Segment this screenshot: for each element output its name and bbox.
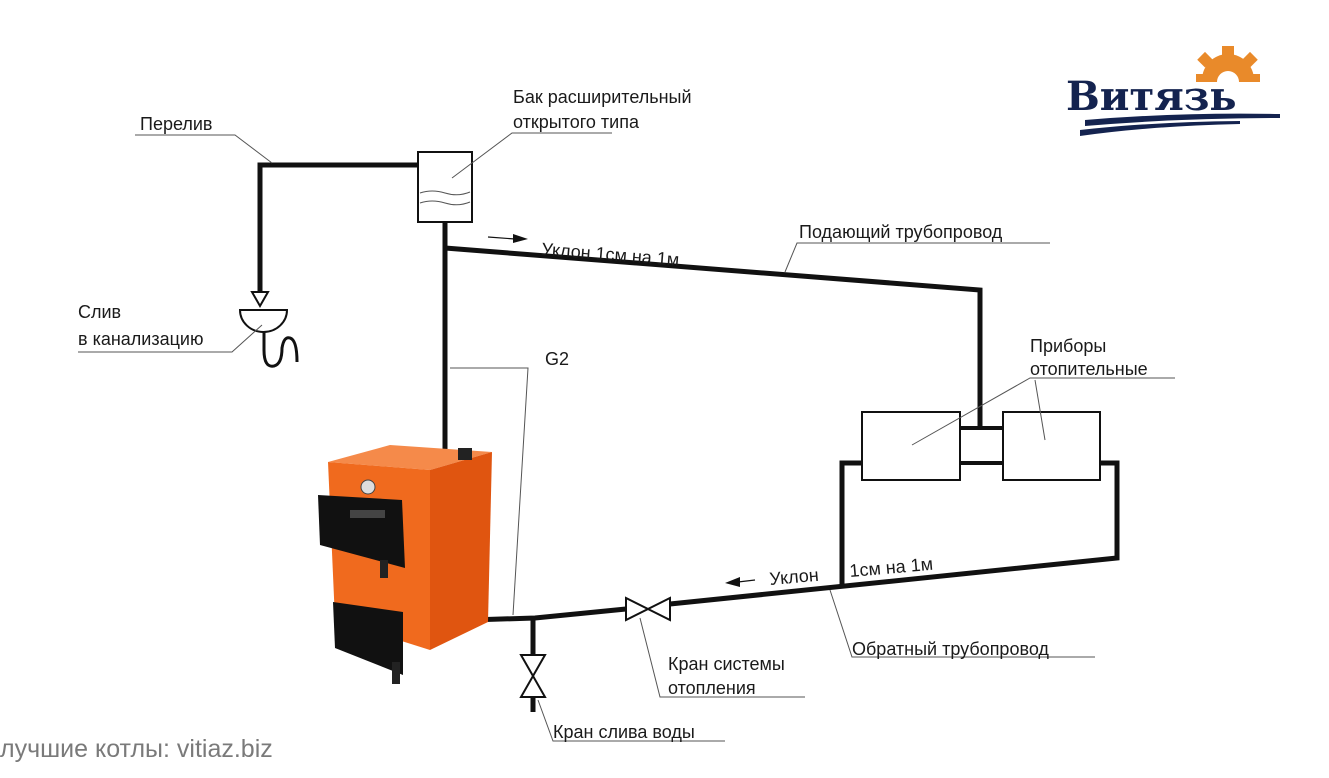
logo-text: Витязь — [1066, 73, 1237, 120]
supply-pipe — [444, 245, 983, 428]
return-branch-left — [839, 460, 862, 585]
label-slope-supply: Уклон 1см на 1м — [541, 239, 680, 270]
heating-valve-icon[interactable] — [625, 596, 671, 622]
drain-funnel-icon — [238, 309, 289, 333]
label-drain-1: Слив — [78, 302, 121, 322]
drain-arrow-icon — [250, 291, 270, 309]
label-heating-valve-1: Кран системы — [668, 654, 785, 674]
label-heating-valve-2: отопления — [668, 678, 756, 698]
return-pipe — [669, 460, 1120, 607]
label-drain-2: в канализацию — [78, 329, 203, 349]
radiator-right — [1002, 411, 1101, 481]
label-tank-1: Бак расширительный — [513, 87, 692, 107]
drain-valve-icon[interactable] — [519, 654, 547, 698]
radiator-left — [861, 411, 961, 481]
siphon-icon — [262, 332, 299, 368]
label-supply-pipe: Подающий трубопровод — [799, 222, 1003, 242]
label-slope-return-a: Уклон — [769, 565, 820, 589]
label-g2: G2 — [545, 349, 569, 369]
expansion-tank — [417, 151, 473, 223]
vitiaz-logo: Витязь — [1066, 46, 1280, 136]
leader-lines — [78, 132, 1175, 742]
label-tank-2: открытого типа — [513, 112, 640, 132]
gear-icon — [1180, 46, 1276, 112]
overflow-pipe — [238, 162, 418, 368]
footer-caption: лучшие котлы: vitiaz.biz — [0, 735, 273, 763]
label-radiators-1: Приборы — [1030, 336, 1106, 356]
flow-arrow-right-icon — [487, 234, 528, 243]
boiler-image — [318, 445, 492, 684]
flow-arrow-left-icon — [725, 577, 756, 587]
radiators — [861, 411, 1101, 481]
label-overflow: Перелив — [140, 114, 213, 134]
label-return-pipe: Обратный трубопровод — [852, 639, 1049, 659]
label-radiators-2: отопительные — [1030, 359, 1148, 379]
label-drain-valve: Кран слива воды — [553, 722, 695, 742]
return-pipe-boiler — [469, 606, 627, 623]
